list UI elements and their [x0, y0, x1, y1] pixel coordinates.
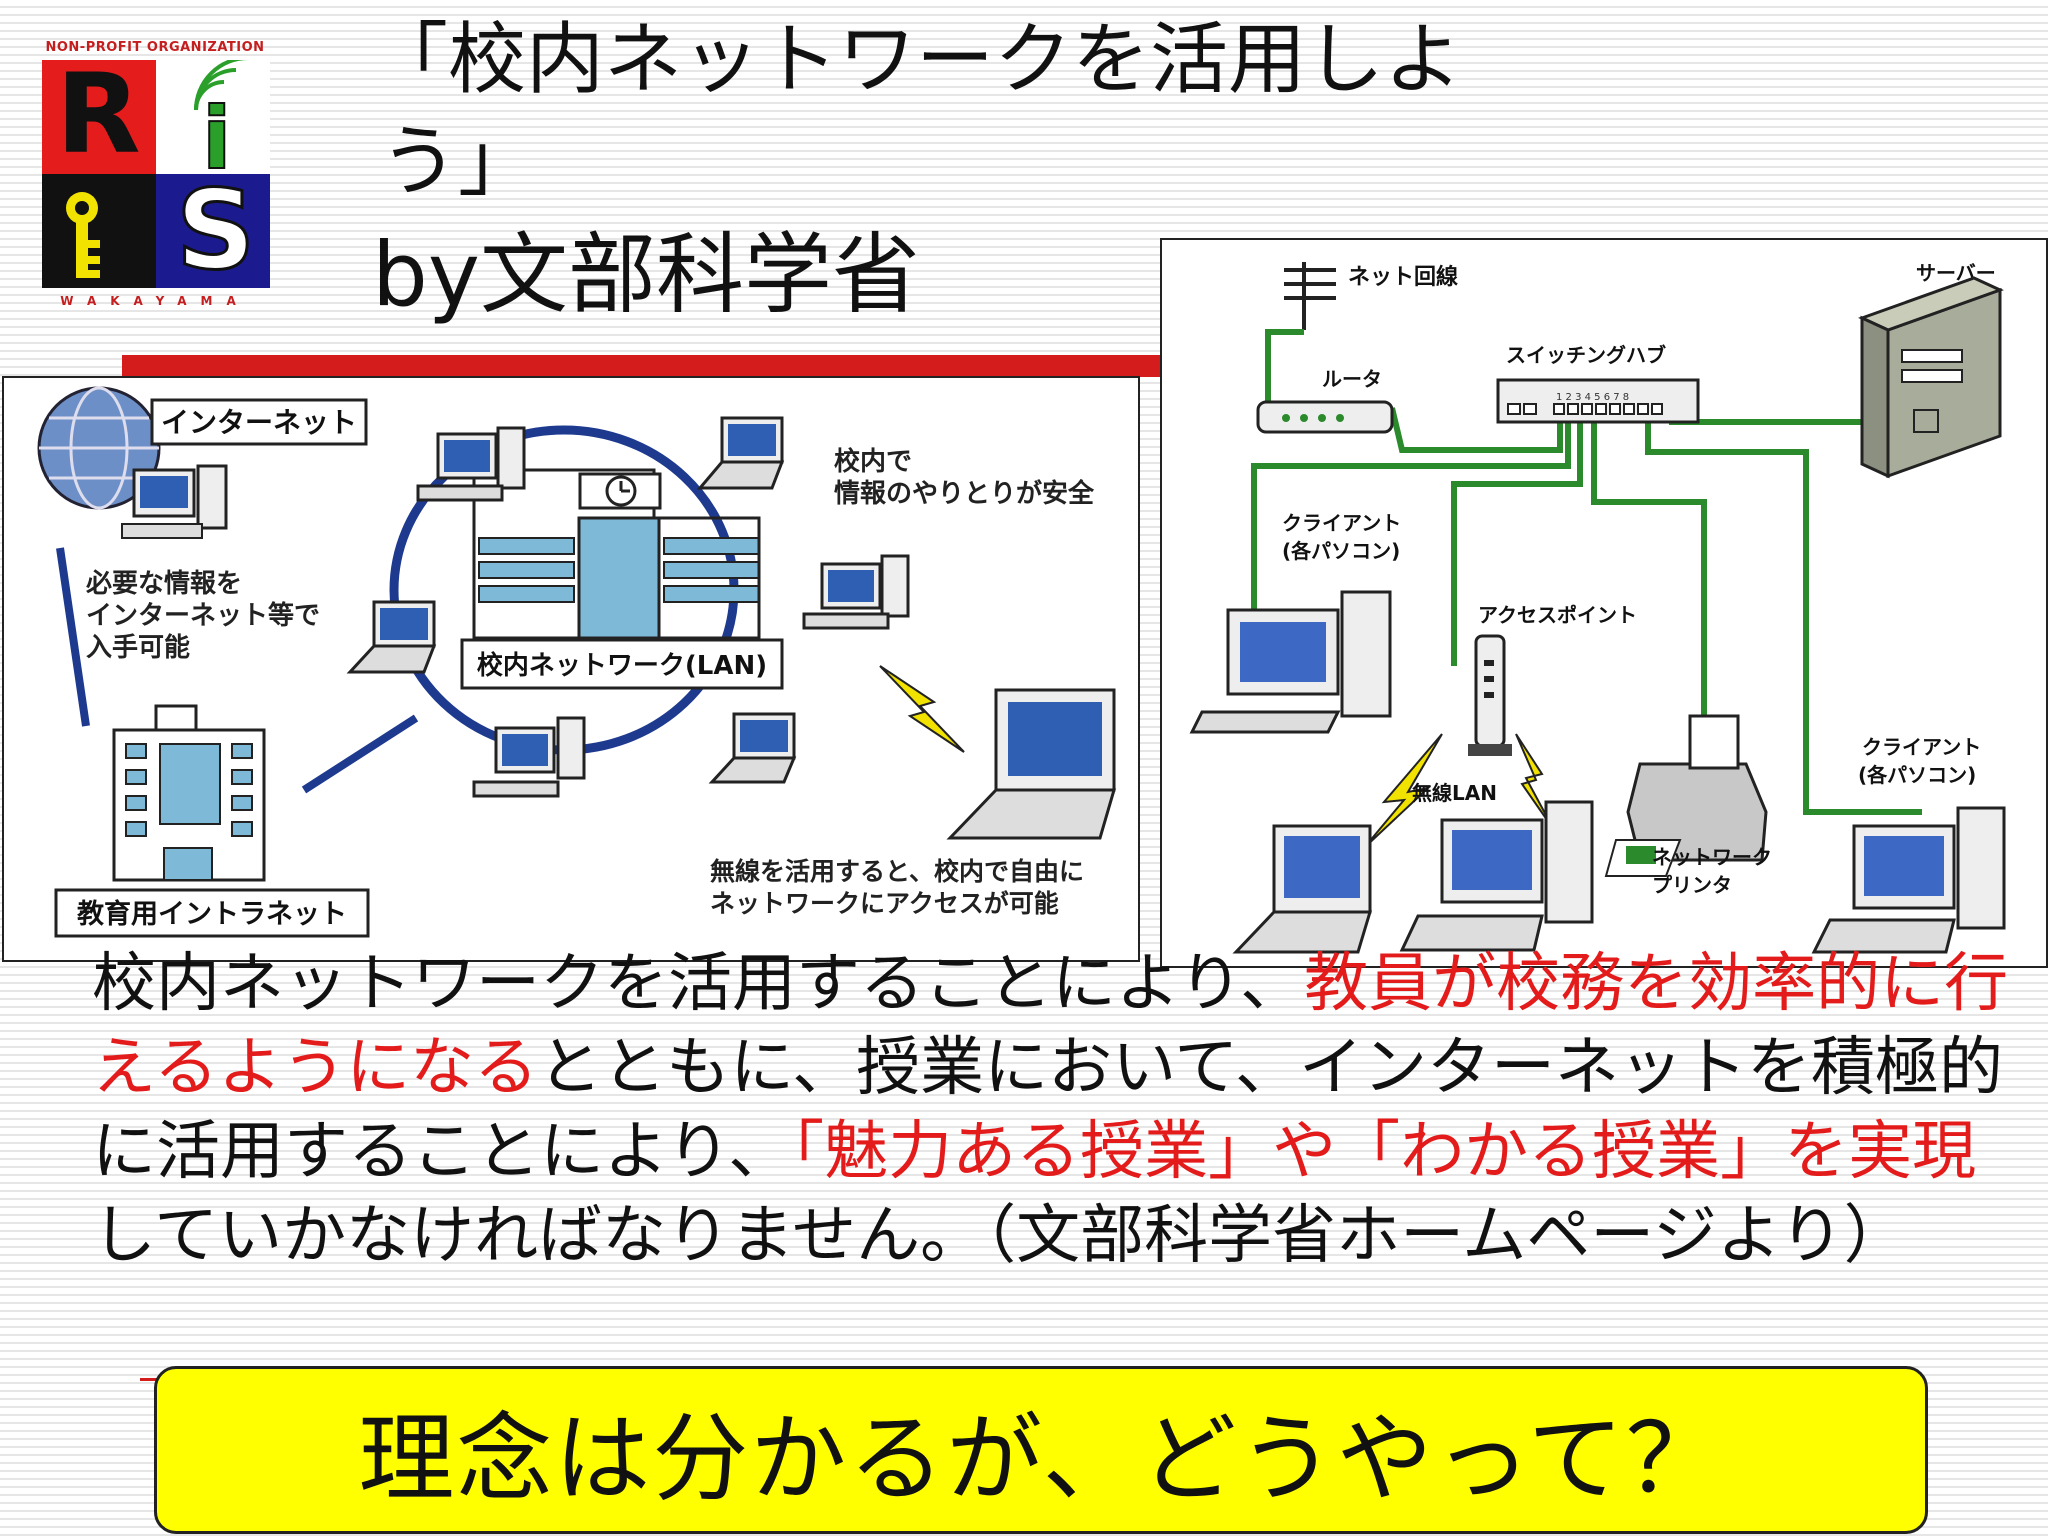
logo-s-quadrant: S: [156, 165, 270, 296]
logo-r-quadrant: R: [42, 50, 156, 178]
hub-label: スイッチングハブ: [1506, 343, 1666, 367]
desktop-pc-icon: [416, 426, 526, 502]
desktop-pc-icon: [1811, 806, 2006, 954]
school-network-diagram: インターネット 校内ネットワーク(LAN): [2, 376, 1140, 962]
body-text-3: していかなければなりません。（文部科学省ホームページより）: [92, 1199, 1908, 1273]
callout-stub: [140, 1378, 162, 1381]
desktop-pc-icon: [802, 554, 910, 630]
slide-title-line2: う」: [380, 117, 537, 207]
desktop-pc-icon: [1189, 590, 1392, 734]
wireless-lan-label: 無線LAN: [1412, 781, 1497, 805]
router-icon: [1256, 400, 1394, 434]
lightning-icon: [879, 665, 965, 753]
title-underline-bar: [122, 355, 1162, 377]
printer-label-1: ネットワーク: [1652, 845, 1772, 869]
school-building-icon: [472, 468, 761, 640]
note-safe-line2: 情報のやりとりが安全: [834, 478, 1095, 509]
note-info-line3: 入手可能: [86, 632, 190, 663]
laptop-icon: [708, 712, 797, 784]
server-icon: [1858, 276, 2004, 479]
access-point-label: アクセスポイント: [1478, 603, 1637, 627]
body-text-1: 校内ネットワークを活用することにより、: [92, 947, 1305, 1021]
switching-hub-icon: [1496, 378, 1700, 424]
laptop-icon: [1232, 824, 1373, 954]
intranet-label: 教育用イントラネット: [77, 898, 347, 930]
network-topology-diagram: ネット回線 サーバー ルータ: [1160, 238, 2048, 968]
logo-key-quadrant: [42, 174, 156, 288]
network-cables: [1251, 329, 1922, 815]
body-text-2: とともに、授業において、インターネットを積極的に活用することにより、: [92, 1031, 2004, 1189]
note-wireless-line1: 無線を活用すると、校内で自由に: [710, 857, 1084, 886]
note-wireless-line2: ネットワークにアクセスが可能: [710, 889, 1059, 918]
body-paragraph: 校内ネットワークを活用することにより、教員が校務を効率的に行えるようになるととも…: [92, 942, 2012, 1278]
router-label: ルータ: [1322, 367, 1382, 391]
laptop-icon: [696, 416, 785, 490]
office-building-icon: [112, 704, 266, 882]
key-icon: [66, 192, 100, 278]
client-right-label-1: クライアント: [1862, 735, 1981, 759]
client-right-label-2: (各パソコン): [1858, 763, 1976, 787]
callout-text: 理念は分かるが、どうやって？: [358, 1402, 1724, 1515]
internet-label: インターネット: [161, 406, 357, 439]
antenna-icon: [1284, 262, 1336, 330]
access-point-icon: [1468, 634, 1512, 756]
body-highlight-1: 教員が校務を効率的に行えるようになる: [92, 947, 2009, 1105]
logo-location-text: WAKAYAMA: [60, 294, 250, 308]
wifi-icon: i: [194, 56, 249, 190]
ris-logo: NON-PROFIT ORGANIZATION R i S WAKAYAMA: [40, 40, 270, 308]
logo-org-text: NON-PROFIT ORGANIZATION: [45, 40, 265, 55]
logo-letter-s: S: [174, 165, 256, 296]
note-info-line1: 必要な情報を: [86, 569, 242, 599]
net-line-label: ネット回線: [1348, 264, 1458, 290]
logo-mark: R i S: [42, 50, 270, 296]
desktop-pc-icon: [1399, 800, 1594, 952]
laptop-icon: [346, 600, 437, 674]
printer-label-2: プリンタ: [1652, 873, 1732, 897]
internet-pc-icon: [121, 464, 228, 539]
printer-icon: [1604, 714, 1768, 877]
body-highlight-2: 「魅力ある授業」や「わかる授業」を実現: [792, 1115, 1977, 1189]
note-info-line2: インターネット等で: [86, 600, 320, 631]
note-safe-line1: 校内で: [834, 446, 912, 477]
globe-icon: [37, 386, 161, 510]
logo-letter-i: i: [202, 89, 231, 174]
hub-port-numbers: 1 2 3 4 5 6 7 8: [1556, 392, 1629, 403]
logo-i-quadrant: i: [156, 56, 270, 190]
question-callout: 理念は分かるが、どうやって？: [154, 1366, 1928, 1534]
slide-title-line1: 「校内ネットワークを活用しよ: [370, 15, 1463, 105]
lan-label: 校内ネットワーク(LAN): [477, 650, 767, 681]
client-left-label-2: (各パソコン): [1282, 539, 1400, 563]
logo-letter-r: R: [56, 50, 141, 178]
slide-title-line3: by文部科学省: [372, 223, 920, 326]
laptop-icon: [946, 688, 1116, 840]
client-left-label-1: クライアント: [1282, 511, 1401, 535]
desktop-pc-icon: [472, 716, 586, 798]
